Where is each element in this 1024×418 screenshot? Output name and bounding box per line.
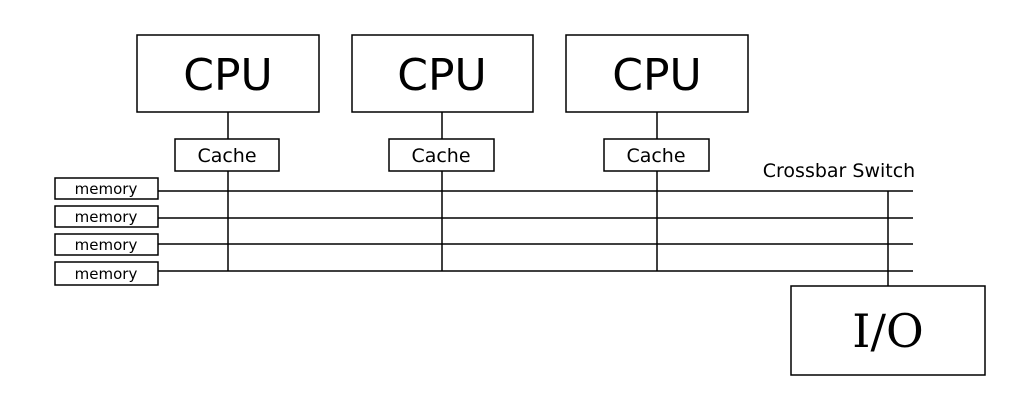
memory-box <box>54 261 159 286</box>
cpu-node-3: CPU Cache <box>565 34 749 271</box>
memory-module-3: memory <box>54 233 159 256</box>
cpu-box <box>565 34 749 113</box>
io-node: I/O <box>790 285 986 376</box>
memory-box <box>54 205 159 228</box>
memory-module-1: memory <box>54 177 159 200</box>
memory-label: memory <box>75 208 138 226</box>
cache-label: Cache <box>411 145 470 167</box>
cpu-label: CPU <box>612 50 701 101</box>
crossbar-switch-label: Crossbar Switch <box>763 160 915 182</box>
cpu-box <box>351 34 534 113</box>
memory-box <box>54 233 159 256</box>
memory-module-4: memory <box>54 261 159 286</box>
cpu-label: CPU <box>183 50 272 101</box>
io-label: I/O <box>852 304 923 358</box>
cpu-label: CPU <box>397 50 486 101</box>
cpu-node-1: CPU Cache <box>136 34 320 271</box>
cache-label: Cache <box>626 145 685 167</box>
cache-label: Cache <box>197 145 256 167</box>
memory-box <box>54 177 159 200</box>
memory-label: memory <box>75 180 138 198</box>
cache-box <box>174 138 280 172</box>
memory-label: memory <box>75 265 138 283</box>
io-box <box>790 285 986 376</box>
cpu-node-2: CPU Cache <box>351 34 534 271</box>
cpu-box <box>136 34 320 113</box>
memory-module-2: memory <box>54 205 159 228</box>
memory-label: memory <box>75 236 138 254</box>
